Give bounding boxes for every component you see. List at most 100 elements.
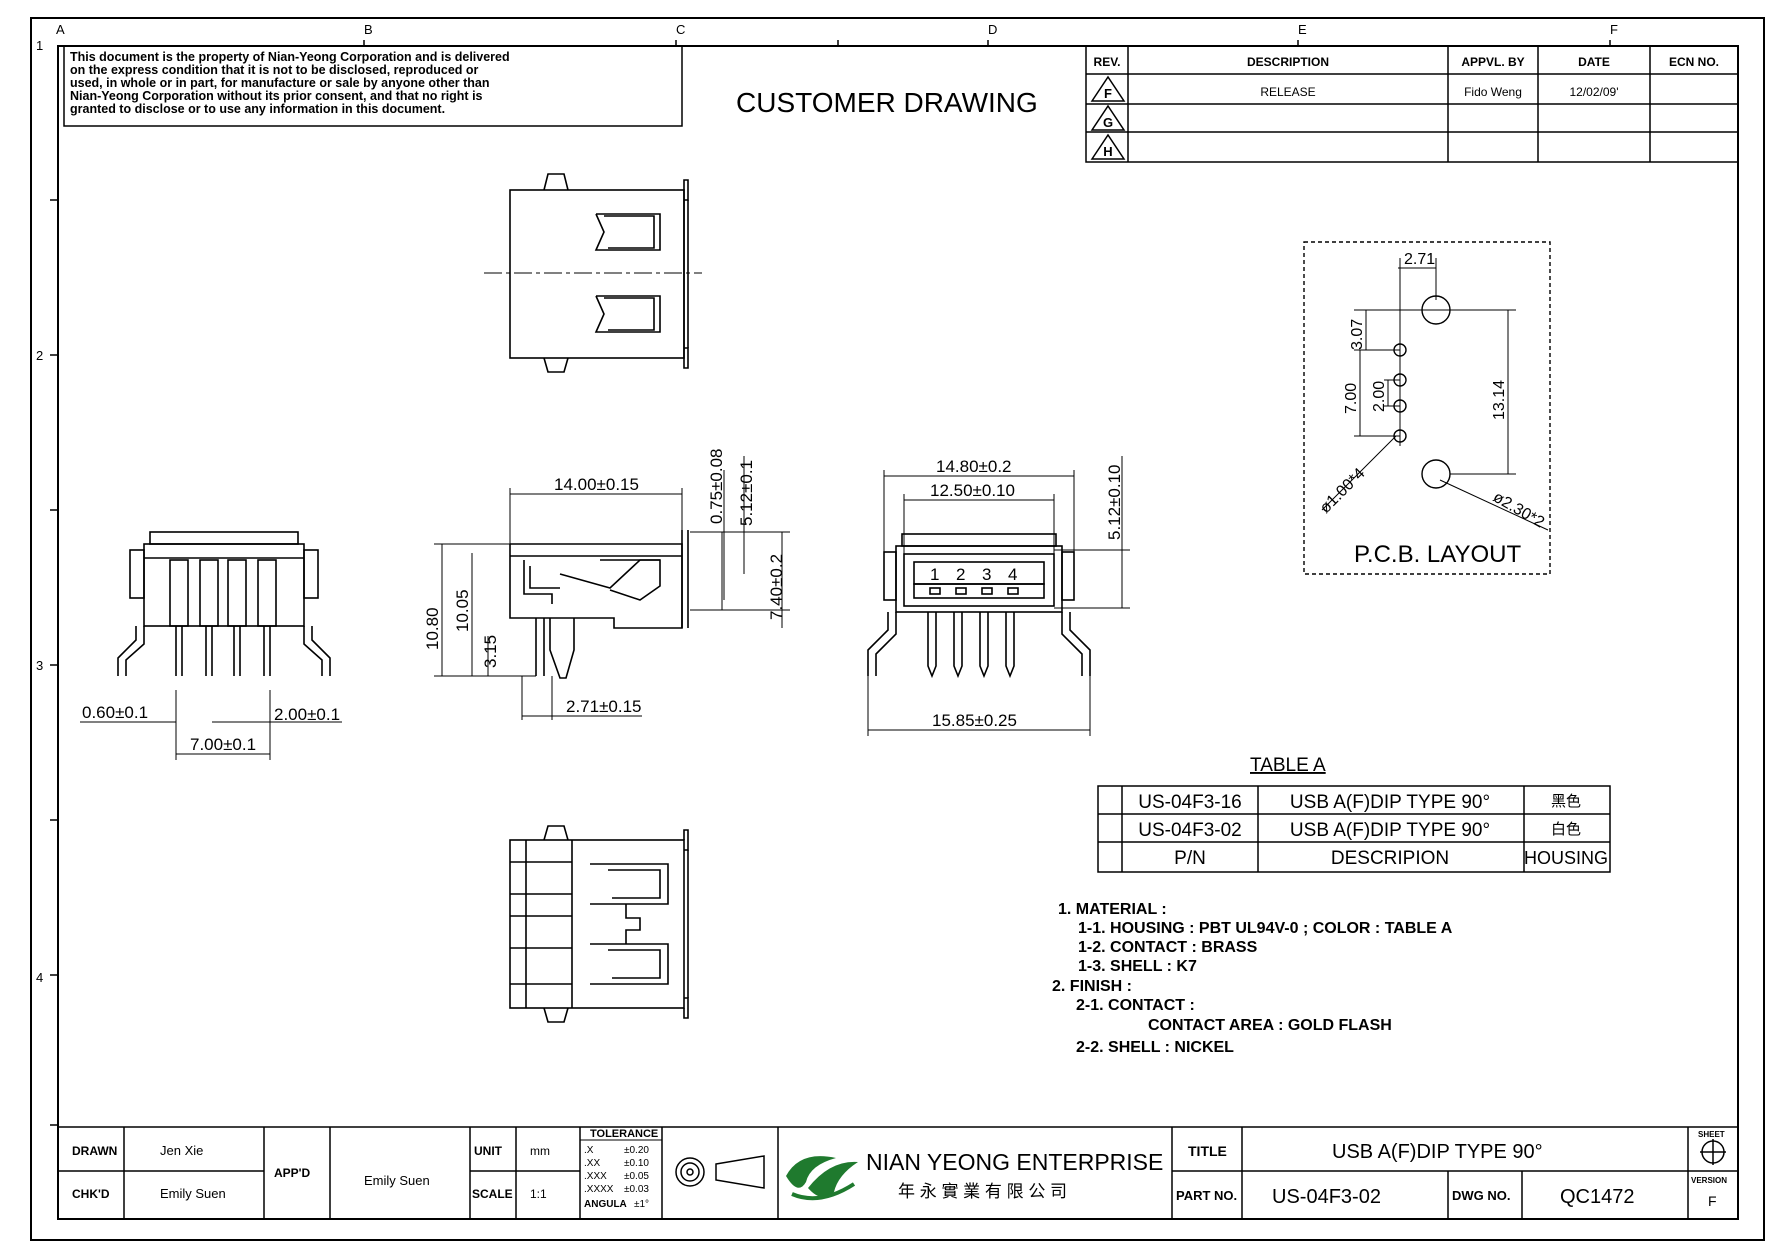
notice-line: on the express condition that it is not … bbox=[70, 63, 479, 77]
unit-value: mm bbox=[530, 1144, 550, 1158]
zone-col-d: D bbox=[988, 22, 997, 37]
revision-table bbox=[1085, 45, 1739, 163]
table-a-desc: USB A(F)DIP TYPE 90° bbox=[1290, 820, 1490, 841]
tolerance-value: ±0.03 bbox=[624, 1184, 649, 1195]
part-no-label: PART NO. bbox=[1176, 1188, 1237, 1203]
pin-number: 2 bbox=[956, 565, 965, 584]
note-line: 2. FINISH : bbox=[1052, 978, 1132, 995]
drawing-title: CUSTOMER DRAWING bbox=[736, 87, 1038, 118]
note-line: 1. MATERIAL : bbox=[1058, 901, 1167, 918]
notice-line: used, in whole or in part, for manufactu… bbox=[70, 76, 490, 90]
scale-value: 1:1 bbox=[530, 1187, 547, 1201]
table-a-pn: US-04F3-02 bbox=[1138, 820, 1242, 841]
zone-row-1: 1 bbox=[36, 38, 43, 53]
pcb-dim-span: 7.00 bbox=[1343, 383, 1360, 414]
note-line: 2-1. CONTACT : bbox=[1076, 997, 1195, 1014]
rev-date: 12/02/09' bbox=[1569, 85, 1618, 99]
zone-ticks bbox=[50, 40, 1611, 1126]
bottom-view bbox=[509, 825, 689, 1023]
zone-col-b: B bbox=[364, 22, 373, 37]
tolerance-value: ±0.20 bbox=[624, 1145, 649, 1156]
table-a-pn-header: P/N bbox=[1174, 848, 1206, 869]
pin-number: 4 bbox=[1008, 565, 1017, 584]
title-block bbox=[57, 1126, 1739, 1220]
front-view-dims: 0.60±0.1 2.00±0.1 7.00±0.1 bbox=[82, 703, 340, 754]
scale-label: SCALE bbox=[472, 1187, 513, 1201]
note-line: 1-3. SHELL : K7 bbox=[1078, 958, 1197, 975]
table-a-desc: USB A(F)DIP TYPE 90° bbox=[1290, 792, 1490, 813]
table-a-housing: 黑色 bbox=[1551, 793, 1581, 810]
zone-col-c: C bbox=[676, 22, 685, 37]
sheet-label: SHEET bbox=[1698, 1130, 1725, 1139]
zone-col-a: A bbox=[56, 22, 65, 37]
dim-leg-span: 15.85±0.25 bbox=[932, 711, 1017, 730]
tolerance-key: .XXXX bbox=[584, 1184, 614, 1195]
company-logo bbox=[786, 1156, 858, 1201]
dim-pin-height: 3.15 bbox=[481, 635, 500, 668]
title-label: TITLE bbox=[1188, 1143, 1227, 1159]
note-line: 2-2. SHELL : NICKEL bbox=[1076, 1039, 1234, 1056]
dim-pin-pitch: 2.00±0.1 bbox=[274, 705, 340, 724]
table-a-desc-header: DESCRIPION bbox=[1331, 848, 1449, 869]
zone-row-2: 2 bbox=[36, 348, 43, 363]
dim-pin-offset: 2.71±0.15 bbox=[566, 697, 642, 716]
notice-line: This document is the property of Nian-Ye… bbox=[70, 50, 510, 64]
pin-number: 3 bbox=[982, 565, 991, 584]
dim-flange: 0.75±0.08 bbox=[707, 448, 726, 524]
note-line: 1-1. HOUSING : PBT UL94V-0 ; COLOR : TAB… bbox=[1078, 920, 1453, 937]
note-line: 1-2. CONTACT : BRASS bbox=[1078, 939, 1258, 956]
version-label: VERSION bbox=[1691, 1176, 1727, 1185]
note-line: CONTACT AREA : GOLD FLASH bbox=[1148, 1017, 1392, 1034]
side-view-dims: 14.00±0.15 10.80 10.05 3.15 2.71±0.15 0.… bbox=[423, 448, 786, 716]
part-title: USB A(F)DIP TYPE 90° bbox=[1332, 1141, 1543, 1163]
rev-letter: G bbox=[1103, 115, 1113, 130]
revision-table-text: REV. DESCRIPTION APPVL. BY DATE ECN NO. … bbox=[1094, 55, 1719, 159]
checked-by: Emily Suen bbox=[160, 1186, 226, 1201]
notice-line: Nian-Yeong Corporation without its prior… bbox=[70, 89, 483, 103]
dim-pin-width: 0.60±0.1 bbox=[82, 703, 148, 722]
version-value: F bbox=[1708, 1193, 1717, 1209]
dim-total-height: 10.80 bbox=[423, 607, 442, 650]
dim-side-height: 7.40±0.2 bbox=[767, 554, 786, 620]
table-a-housing-header: HOUSING bbox=[1524, 848, 1608, 868]
company-name-en: NIAN YEONG ENTERPRISE bbox=[866, 1149, 1163, 1175]
front-view bbox=[80, 531, 342, 760]
pcb-dim-pin-pitch: 2.00 bbox=[1371, 381, 1388, 412]
dwg-no-label: DWG NO. bbox=[1452, 1188, 1511, 1203]
drawing-number: QC1472 bbox=[1560, 1186, 1635, 1208]
pcb-large-hole-callout: ø2.30*2 bbox=[1490, 489, 1547, 532]
rev-letter: H bbox=[1103, 144, 1112, 159]
tolerance-value: ±0.10 bbox=[624, 1158, 649, 1169]
table-a-title: TABLE A bbox=[1250, 755, 1326, 776]
description-header: DESCRIPTION bbox=[1247, 55, 1329, 69]
outer-frame bbox=[30, 17, 1765, 1241]
checked-label: CHK'D bbox=[72, 1187, 110, 1201]
tolerance-title: TOLERANCE bbox=[590, 1128, 658, 1140]
company-name-zh: 年 永 實 業 有 限 公 司 bbox=[898, 1182, 1067, 1201]
dim-body-height: 10.05 bbox=[453, 589, 472, 632]
notes: 1. MATERIAL : 1-1. HOUSING : PBT UL94V-0… bbox=[1052, 901, 1453, 1056]
zone-row-3: 3 bbox=[36, 658, 43, 673]
approved-label: APP'D bbox=[274, 1166, 311, 1180]
dim-end-height: 5.12±0.10 bbox=[1105, 464, 1124, 540]
dim-opening-width: 12.50±0.10 bbox=[930, 481, 1015, 500]
table-a bbox=[1097, 785, 1611, 873]
rev-approver: Fido Weng bbox=[1464, 85, 1522, 99]
rev-letter: F bbox=[1104, 86, 1112, 101]
zone-col-e: E bbox=[1298, 22, 1307, 37]
pcb-layout bbox=[1303, 241, 1551, 575]
unit-label: UNIT bbox=[474, 1144, 503, 1158]
approved-by: Emily Suen bbox=[364, 1173, 430, 1188]
dim-flange-width: 14.80±0.2 bbox=[936, 457, 1012, 476]
rev-description: RELEASE bbox=[1260, 85, 1315, 99]
tolerance-key: .XX bbox=[584, 1158, 600, 1169]
part-number: US-04F3-02 bbox=[1272, 1186, 1381, 1208]
pcb-layout-title: P.C.B. LAYOUT bbox=[1354, 541, 1522, 568]
end-view bbox=[867, 456, 1130, 736]
pcb-dim-pitch: 2.71 bbox=[1404, 251, 1435, 268]
notice-text: This document is the property of Nian-Ye… bbox=[70, 50, 510, 116]
date-header: DATE bbox=[1578, 55, 1610, 69]
zone-markers: A B C D E F 1 2 3 4 bbox=[36, 22, 1618, 985]
top-view bbox=[484, 173, 702, 373]
zone-row-4: 4 bbox=[36, 970, 43, 985]
